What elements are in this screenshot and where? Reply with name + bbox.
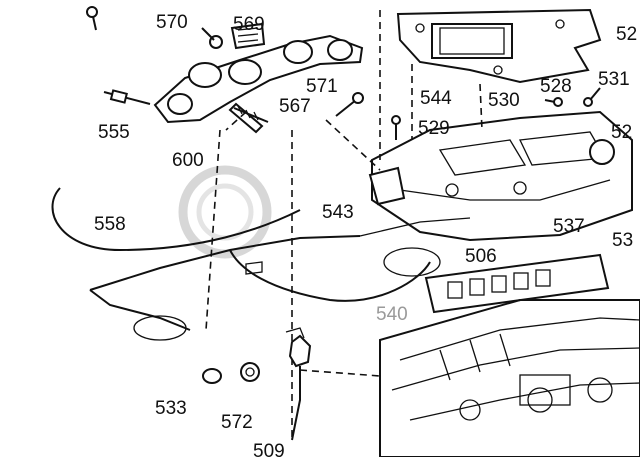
label-543: 543 xyxy=(322,202,354,223)
intake-manifold xyxy=(368,110,633,242)
watermark-logo xyxy=(178,165,272,259)
sensor-509 xyxy=(285,327,312,441)
label-529: 529 xyxy=(418,118,450,139)
stud-600 xyxy=(233,105,269,123)
wiring-harness-558 xyxy=(51,187,471,341)
label-558: 558 xyxy=(94,214,126,235)
label-52-right: 52 xyxy=(611,122,632,143)
label-570: 570 xyxy=(156,12,188,33)
gasket-plate-528 xyxy=(396,8,602,84)
stud-570 xyxy=(201,27,223,49)
label-506: 506 xyxy=(465,246,497,267)
label-53-right: 53 xyxy=(612,230,633,251)
bolt-530 xyxy=(544,97,563,107)
label-537: 537 xyxy=(553,216,585,237)
part-labels: 570 569 571 567 555 600 544 529 530 531 … xyxy=(94,12,637,457)
label-540: 540 xyxy=(376,304,408,325)
label-52-top: 52 xyxy=(616,24,637,45)
plug-533 xyxy=(202,368,222,384)
engine-block xyxy=(379,299,640,457)
label-571: 571 xyxy=(306,76,338,97)
label-533: 533 xyxy=(155,398,187,419)
heat-shield-569 xyxy=(230,22,266,50)
leader-lines xyxy=(205,10,483,440)
label-567: 567 xyxy=(279,96,311,117)
label-555: 555 xyxy=(98,122,130,143)
sensor-555 xyxy=(103,89,151,105)
bolt-544 xyxy=(391,115,401,140)
bolt-531 xyxy=(583,87,601,107)
label-528: 528 xyxy=(540,76,572,97)
label-509: 509 xyxy=(253,441,285,457)
gasket-strip-53 xyxy=(424,253,610,314)
label-530: 530 xyxy=(488,90,520,111)
bolt-topleft xyxy=(86,6,98,31)
label-544: 544 xyxy=(420,88,452,109)
label-569: 569 xyxy=(233,14,265,35)
washer-572 xyxy=(240,362,260,382)
label-531: 531 xyxy=(598,69,630,90)
label-572: 572 xyxy=(221,412,253,433)
label-600: 600 xyxy=(172,150,204,171)
bolt-571 xyxy=(335,92,364,117)
exhaust-manifold-567 xyxy=(153,34,364,134)
